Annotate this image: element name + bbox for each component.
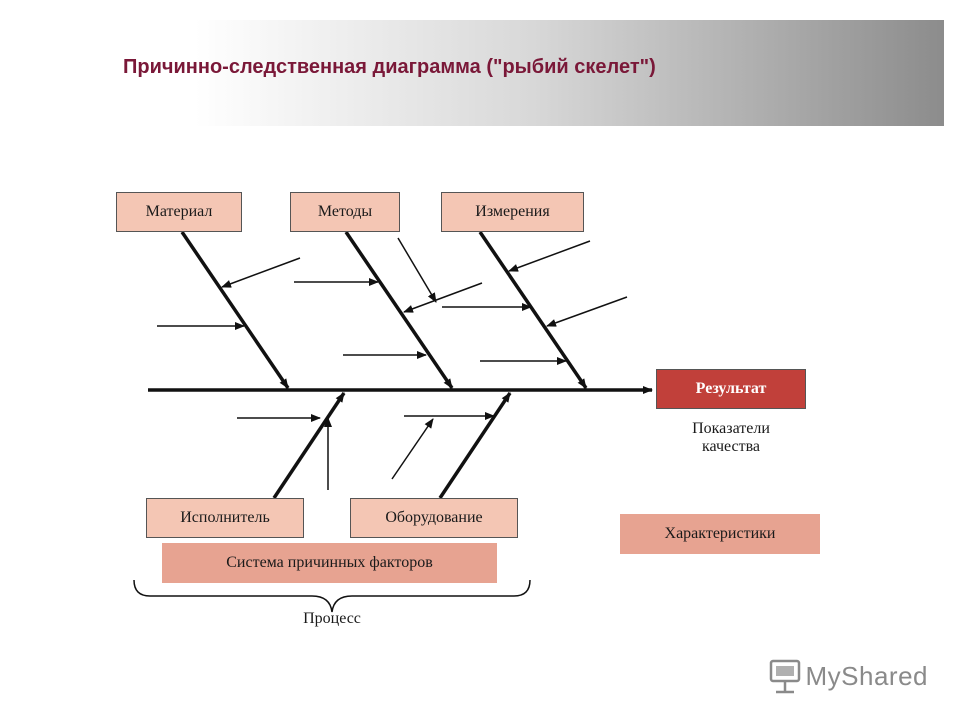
sub-arrow [508, 240, 591, 272]
sub-arrow [221, 257, 301, 288]
characteristics-label: Характеристики [620, 514, 820, 554]
bone-equipment [438, 392, 512, 499]
sub-arrow [391, 418, 434, 480]
sub-arrow [403, 282, 483, 313]
cause-box-executor: Исполнитель [146, 498, 304, 538]
watermark-logo: MyShared [768, 654, 928, 698]
result-caption: Показатели качества [664, 420, 798, 456]
bone-measurements [478, 231, 588, 389]
bone-methods [344, 231, 454, 389]
cause-box-material: Материал [116, 192, 242, 232]
factors-label: Система причинных факторов [162, 543, 497, 583]
result-caption-line: Показатели [692, 420, 770, 437]
cause-box-measurements: Измерения [441, 192, 584, 232]
sub-arrow [397, 237, 437, 303]
cause-box-equipment: Оборудование [350, 498, 518, 538]
bone-executor [272, 392, 346, 499]
watermark-brand: MyShared [805, 660, 928, 691]
result-box: Результат [656, 369, 806, 409]
result-caption-line: качества [701, 438, 761, 455]
sub-arrow [546, 296, 628, 327]
process-label: Процесс [303, 610, 361, 627]
presentation-icon [769, 659, 801, 694]
header-band [30, 20, 944, 126]
bone-material [180, 231, 290, 389]
page-title: Причинно-следственная диаграмма ("рыбий … [123, 56, 656, 78]
cause-box-methods: Методы [290, 192, 400, 232]
process-brace [133, 579, 531, 613]
